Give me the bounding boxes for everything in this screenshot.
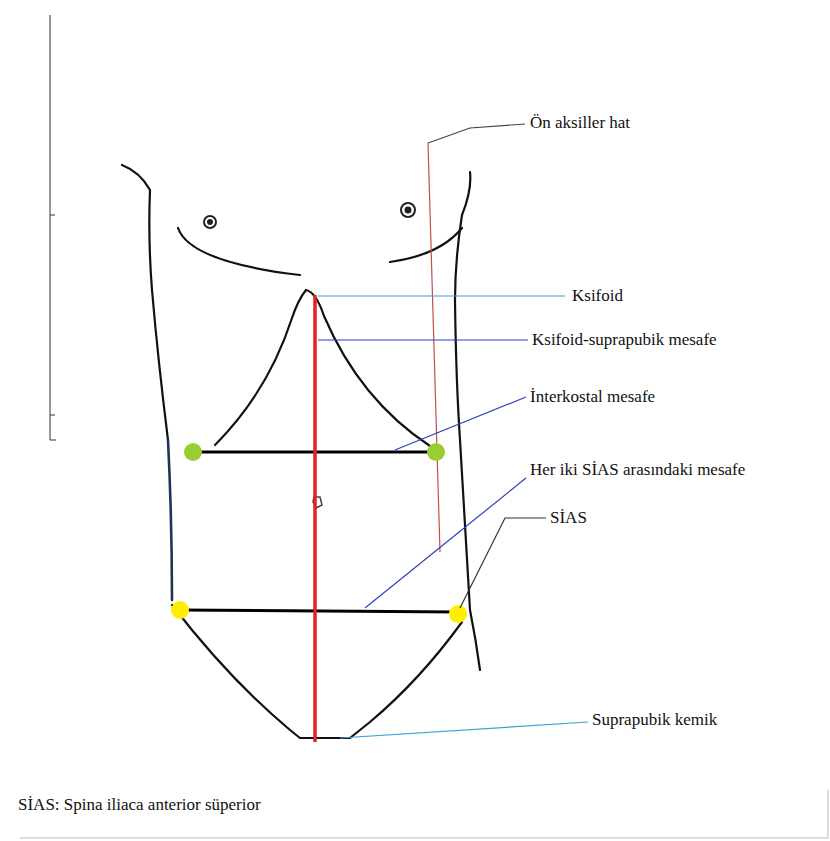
distance-label: Ksifoid-suprapubik mesafe [532, 330, 717, 350]
distance-label: Her iki SİAS arasındaki mesafe [530, 460, 750, 480]
distance-label: İnterkostal mesafe [530, 387, 655, 407]
footnote: SİAS: Spina iliaca anterior süperior [18, 795, 261, 815]
axillary-line-label: Ön aksiller hat [530, 113, 630, 133]
xiphoid-label: Ksifoid [572, 286, 623, 306]
landmark-label: SİAS [550, 508, 587, 528]
landmark-label: Suprapubik kemik [592, 710, 717, 730]
